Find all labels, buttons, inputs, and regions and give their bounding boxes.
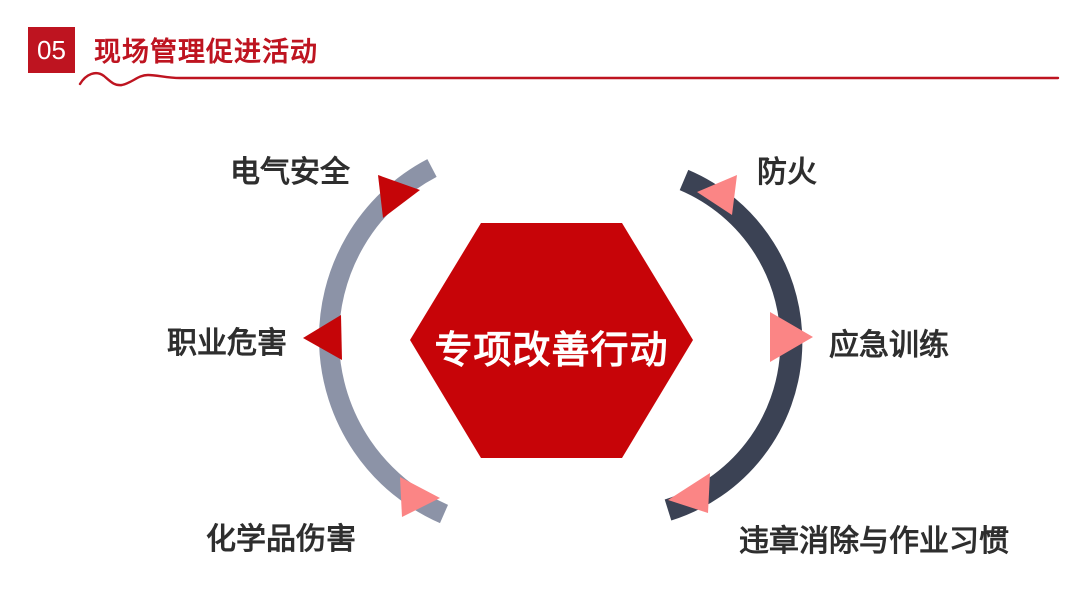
- arrow-up-left-pink-icon: [697, 175, 737, 215]
- arrow-right-pink-icon: [770, 312, 813, 362]
- center-hexagon: [410, 223, 693, 458]
- section-number: 05: [37, 34, 66, 65]
- label-emergency-training: 应急训练: [829, 329, 949, 362]
- arrow-down-left-pink-icon: [668, 473, 710, 513]
- header-underline-squiggle: [78, 72, 1060, 87]
- label-violation-elimination: 违章消除与作业习惯: [739, 525, 1009, 558]
- arrow-down-right-pink-icon: [400, 477, 440, 517]
- label-chemical-injury: 化学品伤害: [206, 523, 356, 556]
- label-electrical-safety: 电气安全: [230, 156, 350, 189]
- label-fire-prevention: 防火: [757, 156, 817, 189]
- arrow-left-red-icon: [303, 315, 342, 360]
- arrow-up-right-red-icon: [378, 175, 420, 218]
- right-arc: [664, 169, 803, 521]
- center-hexagon-label: 专项改善行动: [434, 330, 669, 372]
- page-title: 现场管理促进活动: [94, 37, 318, 67]
- section-number-badge: 05: [28, 27, 75, 73]
- label-occupational-hazard: 职业危害: [167, 327, 287, 360]
